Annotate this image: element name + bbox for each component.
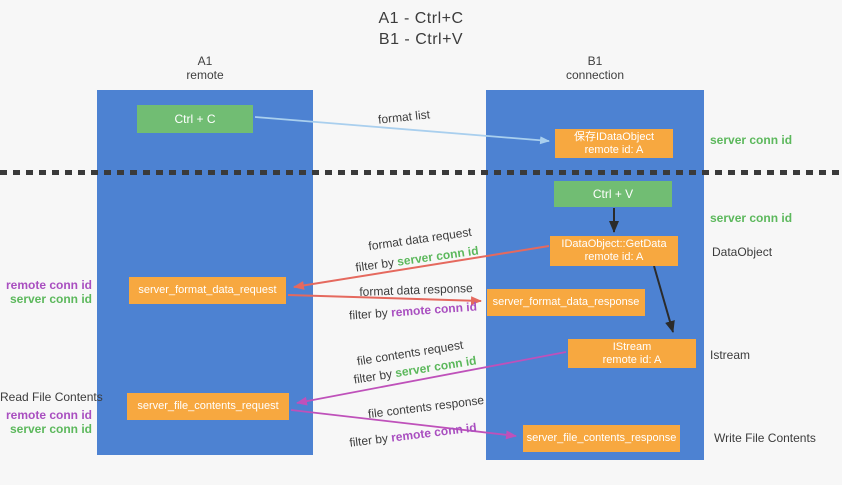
label-filter-by-remote-conn-id-1: filter by remote conn id [333,298,494,323]
box-server-file-contents-request-label: server_file_contents_request [137,400,279,412]
label-remote-conn-id-text-1: remote conn id [390,299,478,320]
box-ctrl-c-label: Ctrl + C [174,111,216,126]
lane-b1-subtitle: connection [565,68,625,82]
box-idataobject-getdata: IDataObject::GetData remote id: A [550,236,678,266]
left-label-server-conn-id-top: server conn id [9,292,92,306]
label-filter-by-text-2: filter by [348,305,392,323]
diagram-title: A1 - Ctrl+C B1 - Ctrl+V [0,8,842,50]
box-save-idataobject-line1: 保存IDataObject [573,130,655,143]
box-server-format-data-request: server_format_data_request [129,277,286,304]
right-label-dataobject: DataObject [712,245,773,259]
divider-dotted-line [0,170,842,175]
label-file-contents-response-text: file contents response [367,392,485,422]
box-istream: IStream remote id: A [568,339,696,368]
right-label-write-file-contents: Write File Contents [714,431,816,445]
left-label-group-format: remote conn id server conn id [0,278,92,306]
box-ctrl-v-label: Ctrl + V [592,186,634,201]
left-label-server-conn-id-bottom: server conn id [9,422,92,436]
label-filter-by-text-1: filter by [354,254,399,275]
box-ctrl-c: Ctrl + C [137,105,253,133]
box-istream-line1: IStream [612,340,652,353]
label-format-list-text: format list [377,107,431,127]
box-server-file-contents-response: server_file_contents_response [523,425,680,452]
left-label-group-file: Read File Contents remote conn id server… [0,390,103,436]
box-save-idataobject-line2: remote id: A [584,143,644,156]
box-save-idataobject: 保存IDataObject remote id: A [555,129,673,158]
left-label-remote-conn-id-top: remote conn id [5,278,92,292]
label-remote-conn-id-text-2: remote conn id [390,420,478,445]
left-label-read-file-contents: Read File Contents [0,390,103,404]
box-server-format-data-response: server_format_data_response [487,289,645,316]
box-server-file-contents-request: server_file_contents_request [127,393,289,420]
box-ctrl-v: Ctrl + V [554,181,672,207]
label-format-list: format list [344,104,465,130]
lane-b1-header: B1 connection [486,54,704,82]
right-label-istream: Istream [710,348,751,362]
box-istream-line2: remote id: A [602,353,662,366]
lane-a1-subtitle: remote [186,68,224,82]
label-filter-by-text-3: filter by [352,366,397,387]
label-filter-by-text-4: filter by [348,430,393,450]
box-idataobject-getdata-line1: IDataObject::GetData [561,238,667,250]
lane-b1-name: B1 [587,54,603,68]
right-label-server-conn-id-mid: server conn id [710,211,793,225]
left-label-remote-conn-id-bottom: remote conn id [5,408,92,422]
box-server-format-data-request-label: server_format_data_request [138,284,277,296]
box-idataobject-getdata-line2: remote id: A [584,251,644,263]
right-label-server-conn-id-top: server conn id [710,133,793,147]
label-file-contents-response: file contents response [351,391,502,423]
title-line-2: B1 - Ctrl+V [378,31,464,48]
label-filter-by-remote-conn-id-2: filter by remote conn id [333,418,494,451]
label-format-data-response: format data response [341,280,491,299]
label-format-data-response-text: format data response [359,281,473,299]
lane-a1-header: A1 remote [97,54,313,82]
title-line-1: A1 - Ctrl+C [378,10,464,27]
lane-a1-name: A1 [197,54,213,68]
box-server-format-data-response-label: server_format_data_response [492,296,640,308]
box-server-file-contents-response-label: server_file_contents_response [526,432,677,444]
